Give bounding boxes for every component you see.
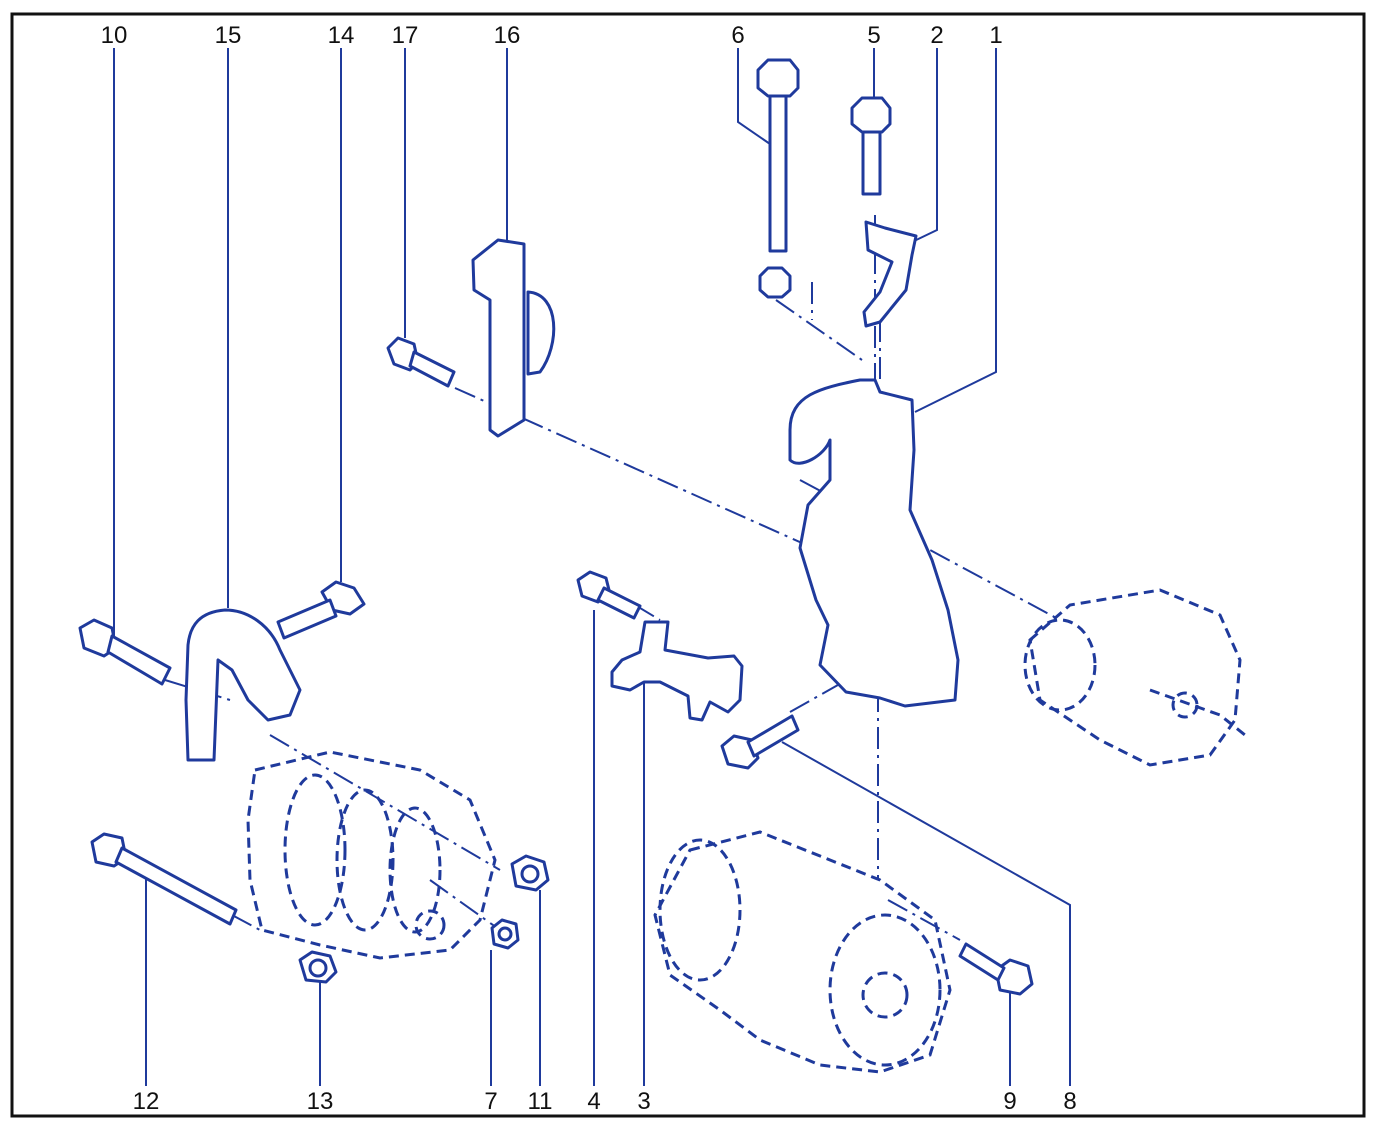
bolt-10 (78, 618, 172, 686)
bracket-3 (610, 620, 744, 722)
diagram-border (10, 12, 1366, 1118)
pump-outline (1023, 588, 1246, 767)
leader-lines (113, 48, 1071, 1086)
solid-parts (78, 58, 1034, 996)
bolt-8 (720, 714, 800, 770)
phantom-parts (246, 588, 1246, 1074)
callout-label-15: 15 (214, 22, 242, 49)
bolt-9 (958, 942, 1034, 996)
callout-label-1: 1 (989, 22, 1003, 49)
bracket-15 (184, 608, 302, 762)
compressor-outline (653, 830, 952, 1074)
callout-label-11: 11 (527, 1088, 553, 1115)
callout-label-4: 4 (587, 1088, 601, 1115)
bolt-17 (386, 336, 456, 388)
bracket-2 (862, 220, 918, 328)
callout-label-2: 2 (930, 22, 944, 49)
callout-label-6: 6 (731, 22, 745, 49)
callout-label-3: 3 (637, 1088, 651, 1115)
callout-label-13: 13 (306, 1088, 334, 1115)
callout-label-5: 5 (867, 22, 881, 49)
callout-label-16: 16 (493, 22, 521, 49)
bolt-5 (850, 96, 892, 196)
nut-11 (510, 854, 550, 892)
bolt-4 (576, 570, 642, 620)
bolt-6 (756, 58, 800, 299)
callout-label-10: 10 (100, 22, 128, 49)
callout-label-12: 12 (132, 1088, 160, 1115)
callout-label-8: 8 (1063, 1088, 1077, 1115)
alternator-outline (246, 750, 497, 960)
nut-13 (298, 950, 338, 984)
callout-label-7: 7 (484, 1088, 498, 1115)
callout-label-14: 14 (327, 22, 355, 49)
callout-label-17: 17 (391, 22, 419, 49)
bolt-12 (90, 832, 238, 926)
nut-7 (490, 918, 520, 950)
bracket-16-plate (471, 238, 526, 438)
callout-label-9: 9 (1003, 1088, 1017, 1115)
bracket-1 (788, 378, 960, 708)
bracket-16-roller (526, 290, 556, 376)
bolt-14 (276, 580, 366, 640)
